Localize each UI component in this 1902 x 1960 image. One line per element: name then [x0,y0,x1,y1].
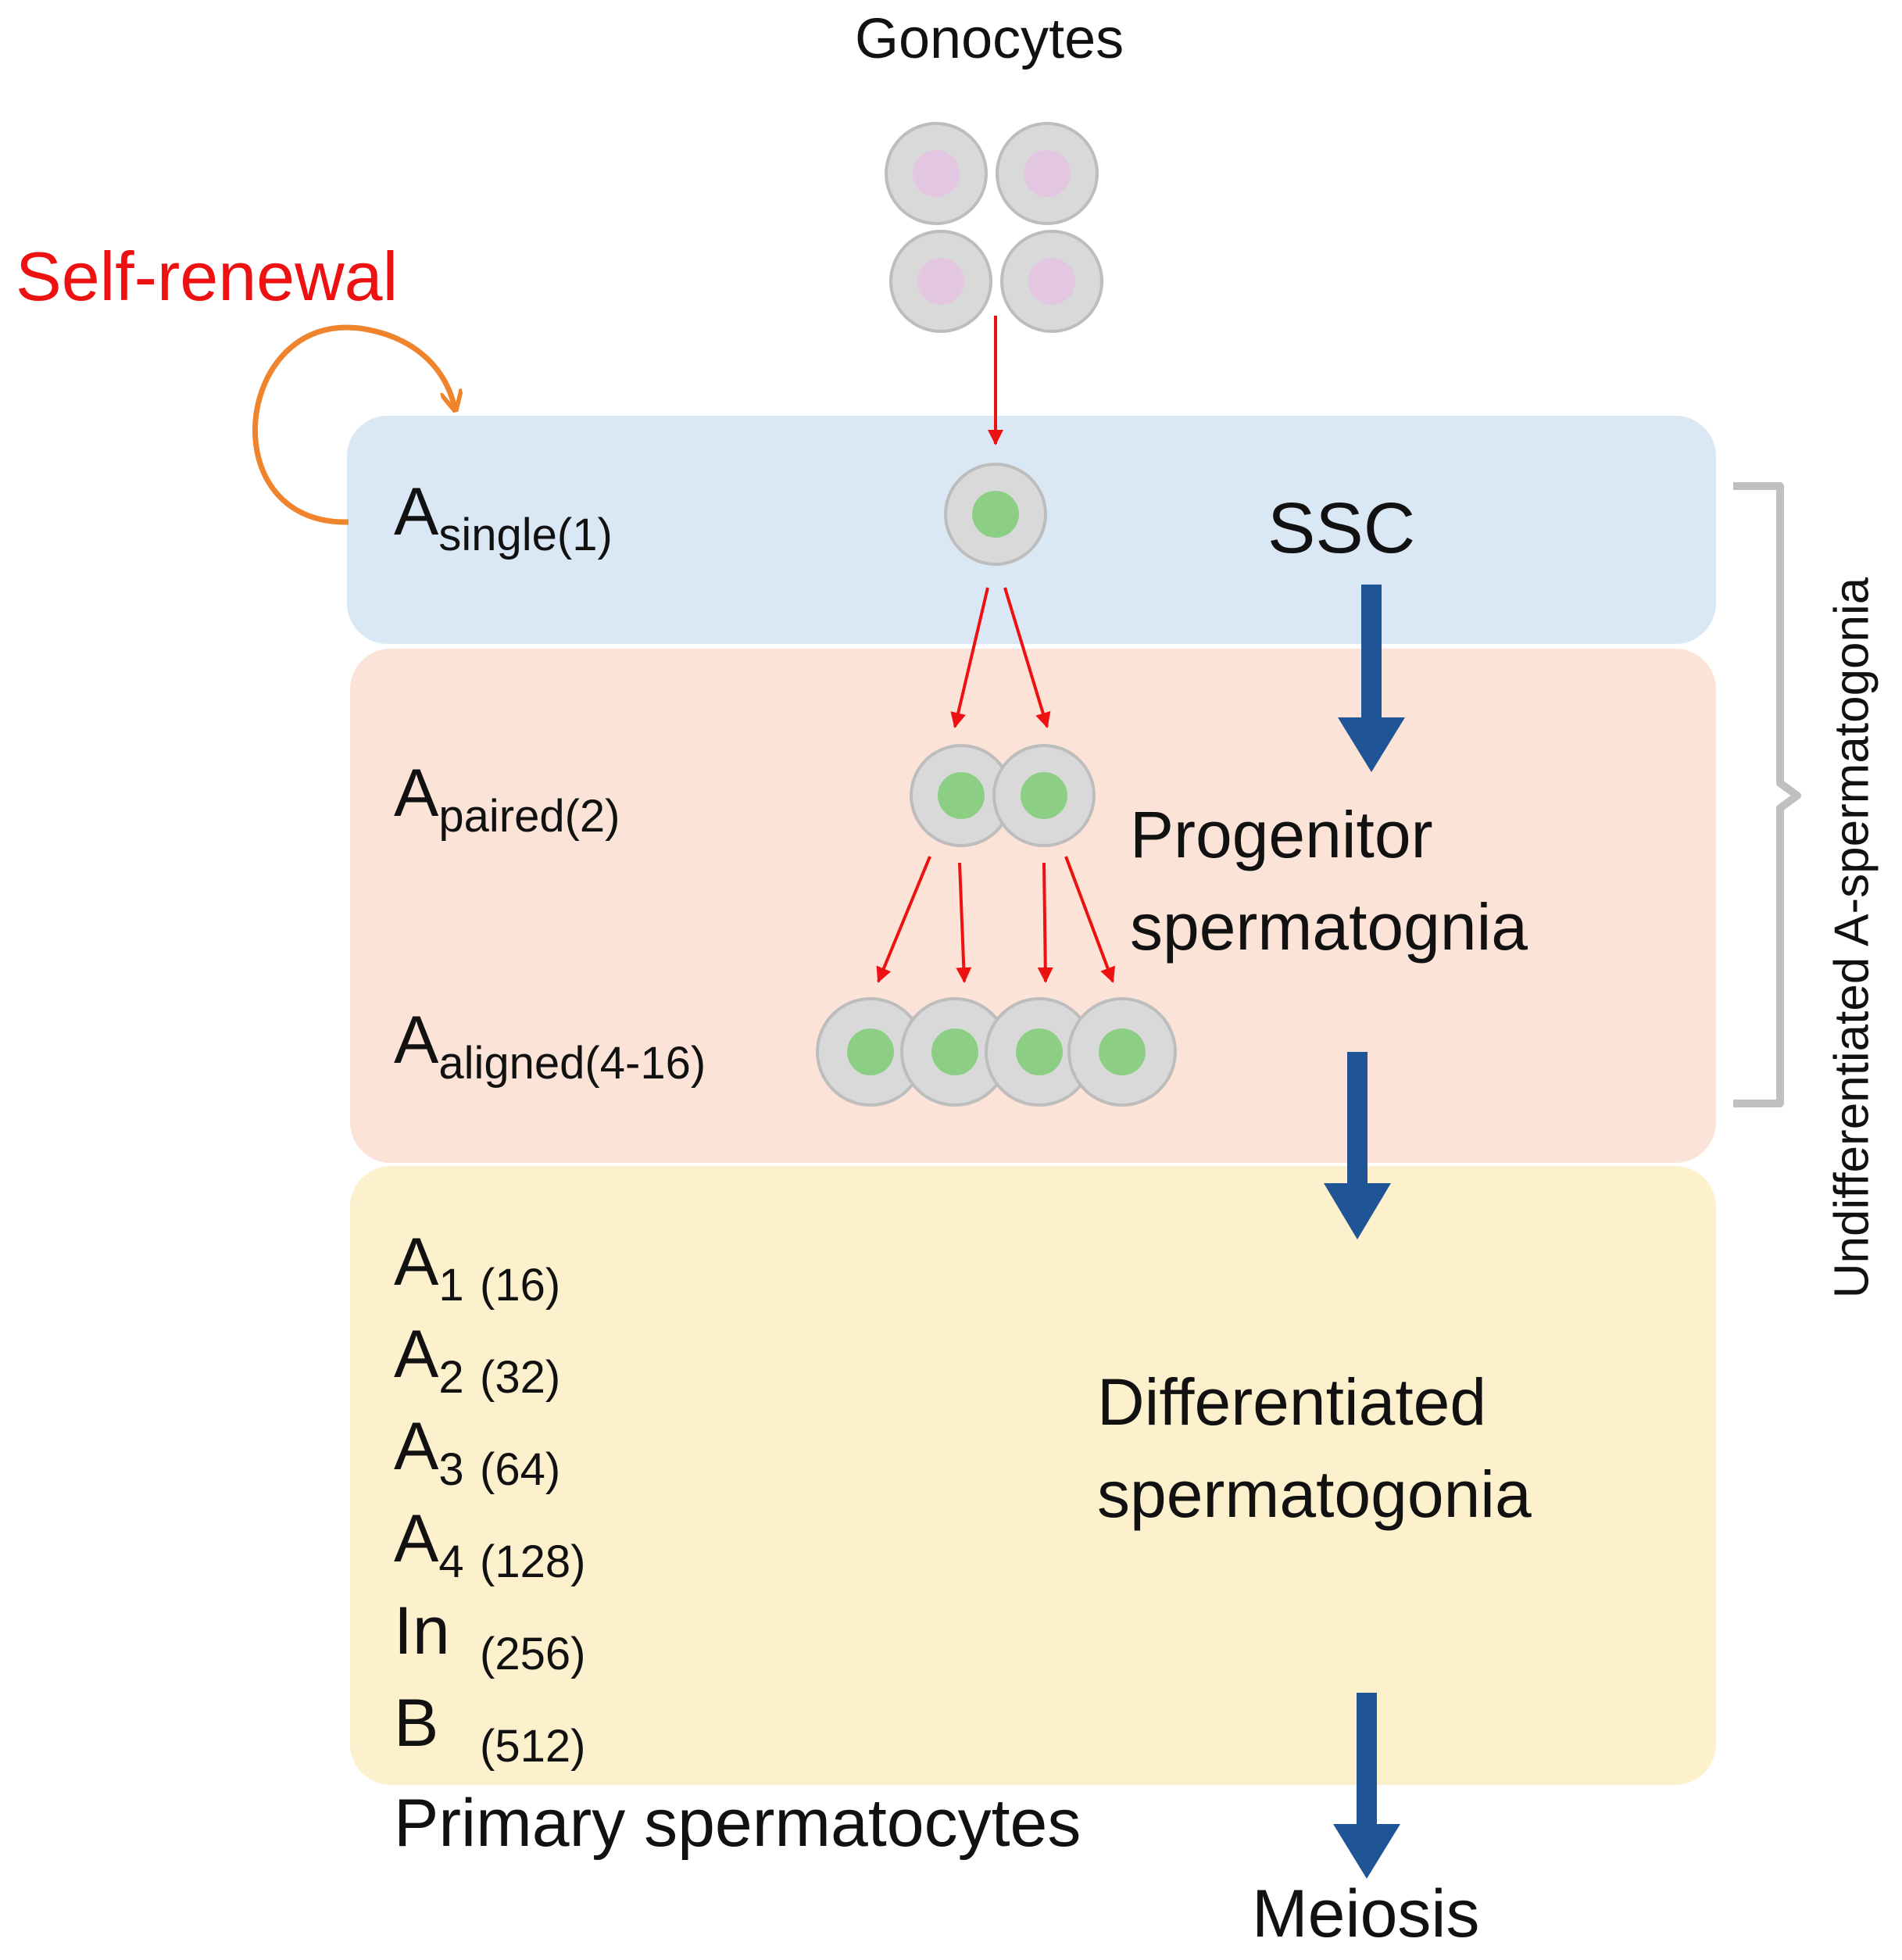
generation-letter: A2 [394,1321,480,1400]
red-arrow [950,587,989,728]
meiosis-label: Meiosis [1252,1876,1480,1951]
stage-a-single: Asingle(1) [394,478,613,558]
blue-arrow [1324,1052,1391,1239]
red-arrow [1037,862,1053,983]
generation-letter: A1 [394,1229,480,1308]
self-renewal-label: Self-renewal [16,238,399,315]
aligned-spermatogonia [816,997,1177,1107]
stage-letter: A [394,1003,439,1078]
generation-letter-text: B [394,1686,439,1761]
generation-count: (256) [480,1629,586,1679]
generation-count: (128) [480,1536,586,1587]
generation-letter: A3 [394,1413,480,1493]
generation-row: A3(64) [394,1413,560,1493]
stage-subscript: paired(2) [438,791,620,842]
generation-subscript: 3 [438,1444,464,1495]
blue-arrow [1333,1693,1400,1879]
stage-a-aligned: Aaligned(4-16) [394,1007,706,1086]
generation-row: A1(16) [394,1229,560,1308]
red-arrow [956,862,972,983]
red-arrow [1064,856,1116,983]
gonocyte-cell [885,122,988,225]
stage-letter: A [394,474,439,549]
gonocytes-label: Gonocytes [855,8,1124,70]
paired-spermatogonia [910,744,1096,847]
progenitor-label-line2: spermatognia [1130,889,1528,964]
stage-a-paired: Apaired(2) [394,760,620,839]
generation-letter-text: In [394,1593,450,1669]
generation-row: In(256) [394,1597,585,1677]
generation-letter: B [394,1690,480,1757]
differentiated-label-line2: spermatogonia [1097,1457,1532,1531]
generation-letter-text: A [394,1409,439,1484]
red-arrow [1003,587,1051,728]
gonocyte-cluster [885,122,1103,333]
progenitor-label: Progenitor spermatognia [1130,789,1528,973]
stage-letter: A [394,756,439,831]
generation-subscript: 2 [438,1352,464,1403]
generation-letter-text: A [394,1317,439,1392]
generation-row: A2(32) [394,1321,560,1400]
generation-count: (16) [480,1260,561,1311]
single-spermatogonium [944,463,1047,566]
ssc-label: SSC [1267,488,1416,568]
generation-letter-text: A [394,1225,439,1300]
blue-arrow [1338,585,1405,772]
gonocyte-cell [1000,230,1103,333]
gonocyte-cell [889,230,992,333]
generation-subscript: 1 [438,1260,464,1311]
differentiated-label: Differentiated spermatogonia [1097,1357,1532,1540]
generation-letter: In [394,1597,480,1665]
generation-letter: A4 [394,1505,480,1585]
stage-subscript: single(1) [438,510,613,560]
self-renewal-loop [252,324,455,525]
undifferentiated-bracket [1733,482,1801,1107]
generation-count: (512) [480,1721,586,1772]
generation-subscript: 4 [438,1536,464,1587]
generation-letter-text: A [394,1501,439,1576]
lineage-arrows [876,316,1116,983]
gonocyte-cell [996,122,1099,225]
generation-row: A4(128) [394,1505,585,1585]
generation-count: (64) [480,1444,561,1495]
differentiated-band [350,1166,1716,1785]
generation-count: (32) [480,1352,561,1403]
differentiated-label-line1: Differentiated [1097,1365,1487,1439]
stage-subscript: aligned(4-16) [438,1038,706,1089]
primary-spermatocytes-label: Primary spermatocytes [394,1786,1081,1861]
flow-arrows [1324,585,1405,1879]
undifferentiated-label: Undifferentiated A-spermatogonia [1825,577,1879,1299]
red-arrow [876,856,931,983]
generation-row: B(512) [394,1690,585,1769]
progenitor-label-line1: Progenitor [1130,798,1433,871]
